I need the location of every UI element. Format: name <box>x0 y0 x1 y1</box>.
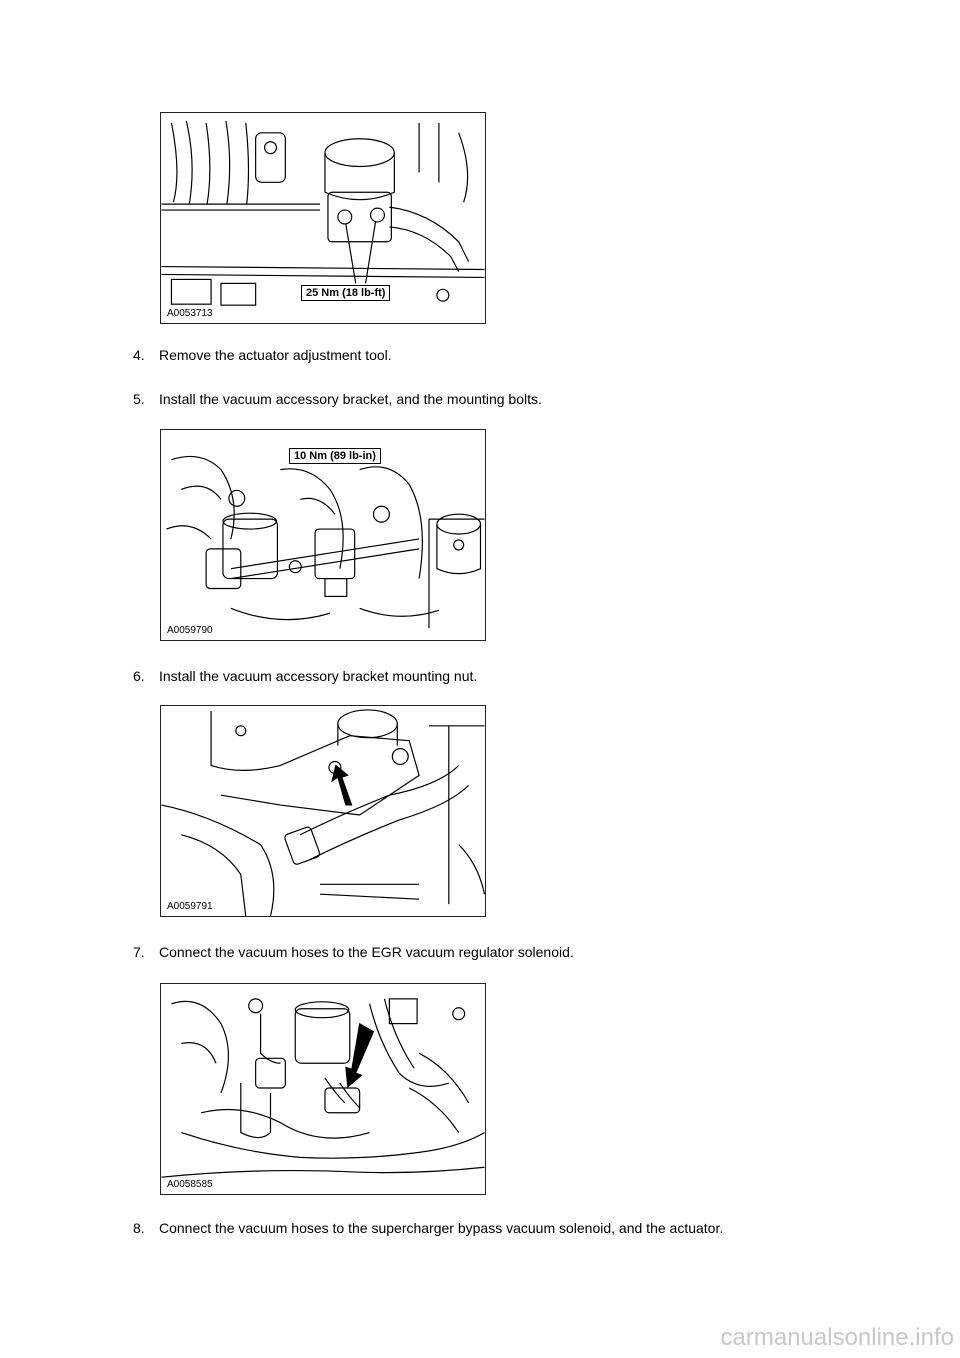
step-item: 7. Connect the vacuum hoses to the EGR va… <box>133 943 574 961</box>
engine-illustration-actuator <box>161 120 485 306</box>
step-item: 8. Connect the vacuum hoses to the superc… <box>133 1219 723 1237</box>
watermark: carmanualsonline.info <box>720 1324 954 1351</box>
torque-callout: 10 Nm (89 lb-in) <box>289 448 381 464</box>
step-text: Remove the actuator adjustment tool. <box>159 347 392 363</box>
figure-a0058585: A0058585 <box>160 983 486 1195</box>
step-text: Install the vacuum accessory bracket mou… <box>159 668 478 684</box>
figure-id: A0058585 <box>167 1179 213 1190</box>
step-number: 6. <box>133 668 145 684</box>
figure-a0059791: A0059791 <box>160 705 486 917</box>
engine-illustration-bracket <box>166 455 485 629</box>
step-number: 8. <box>133 1220 145 1236</box>
step-text: Connect the vacuum hoses to the supercha… <box>159 1220 724 1236</box>
step-text: Connect the vacuum hoses to the EGR vacu… <box>159 944 574 960</box>
engine-illustration-egr-solenoid <box>161 998 485 1178</box>
step-number: 7. <box>133 944 145 960</box>
engine-illustration-mounting-nut <box>161 709 485 916</box>
figure-id: A0059791 <box>167 901 213 912</box>
figure-a0059790: 10 Nm (89 lb-in) A0059790 <box>160 429 486 641</box>
figure-a0053713: 25 Nm (18 lb-ft) A0053713 <box>160 112 486 324</box>
step-text: Install the vacuum accessory bracket, an… <box>159 391 542 407</box>
figure-id: A0059790 <box>167 625 213 636</box>
figure-id: A0053713 <box>167 308 213 319</box>
torque-callout: 25 Nm (18 lb-ft) <box>301 285 391 301</box>
step-item: 5. Install the vacuum accessory bracket, … <box>133 390 542 408</box>
step-number: 4. <box>133 347 145 363</box>
step-item: 4. Remove the actuator adjustment tool. <box>133 346 392 364</box>
step-number: 5. <box>133 391 145 407</box>
step-item: 6. Install the vacuum accessory bracket m… <box>133 667 477 685</box>
